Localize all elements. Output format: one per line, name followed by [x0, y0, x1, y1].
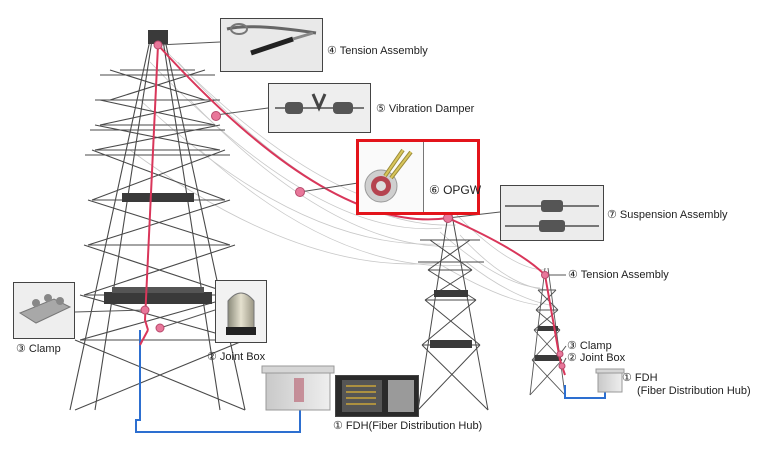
tower-right-crossarms	[535, 326, 561, 361]
joint-box-label-left: ② Joint Box	[207, 351, 266, 363]
clamp-thumbnail	[13, 282, 75, 339]
vibration-damper-icon	[269, 84, 370, 132]
suspension-assembly-icon	[501, 186, 603, 240]
marker-tension-right	[541, 271, 549, 279]
joint-box-icon	[216, 281, 266, 342]
callout-leaders	[74, 41, 618, 379]
joint-box-label-right: ② Joint Box	[567, 352, 626, 364]
marker-clamp-left	[140, 305, 150, 315]
tension-assembly-label-top: ④ Tension Assembly	[327, 45, 428, 57]
marker-clamp-right	[556, 350, 564, 358]
transmission-tower-middle	[417, 214, 489, 411]
marker-jointbox-right	[558, 362, 566, 370]
tension-assembly-icon	[221, 19, 322, 71]
clamp-label-right: ③ Clamp	[567, 340, 612, 352]
opgw-highlight-box: ⑥ OPGW	[356, 139, 482, 215]
marker-jointbox-left	[155, 323, 165, 333]
opgw-box-divider	[423, 142, 424, 212]
tension-assembly-thumbnail	[220, 18, 323, 72]
tower-large-crossarms	[104, 30, 212, 304]
tower-middle-crossarms	[430, 290, 472, 348]
clamp-icon	[14, 283, 74, 338]
fdh-cabinet-right-icon	[595, 368, 625, 393]
tension-assembly-label-right: ④ Tension Assembly	[568, 269, 669, 281]
underground-fiber-route	[135, 330, 606, 433]
clamp-label-left: ③ Clamp	[16, 343, 61, 355]
marker-vibration	[211, 111, 221, 121]
fdh-interior-icon	[336, 376, 418, 416]
opgw-cable-icon	[359, 142, 423, 212]
fdh-label-right-line2: (Fiber Distribution Hub)	[637, 385, 751, 397]
suspension-assembly-thumbnail	[500, 185, 604, 241]
fdh-cabinet-icon	[261, 365, 335, 411]
opgw-label: ⑥ OPGW	[429, 183, 482, 197]
fdh-label-right-line1: ① FDH	[622, 372, 658, 384]
fdh-interior-thumbnail	[335, 375, 419, 417]
joint-box-thumbnail	[215, 280, 267, 343]
fdh-label-center: ① FDH(Fiber Distribution Hub)	[333, 420, 483, 432]
suspension-assembly-label: ⑦ Suspension Assembly	[607, 209, 728, 221]
vibration-damper-label: ⑤ Vibration Damper	[376, 103, 475, 115]
marker-opgw	[295, 187, 305, 197]
marker-tension-top	[153, 40, 163, 50]
vibration-damper-thumbnail	[268, 83, 371, 133]
